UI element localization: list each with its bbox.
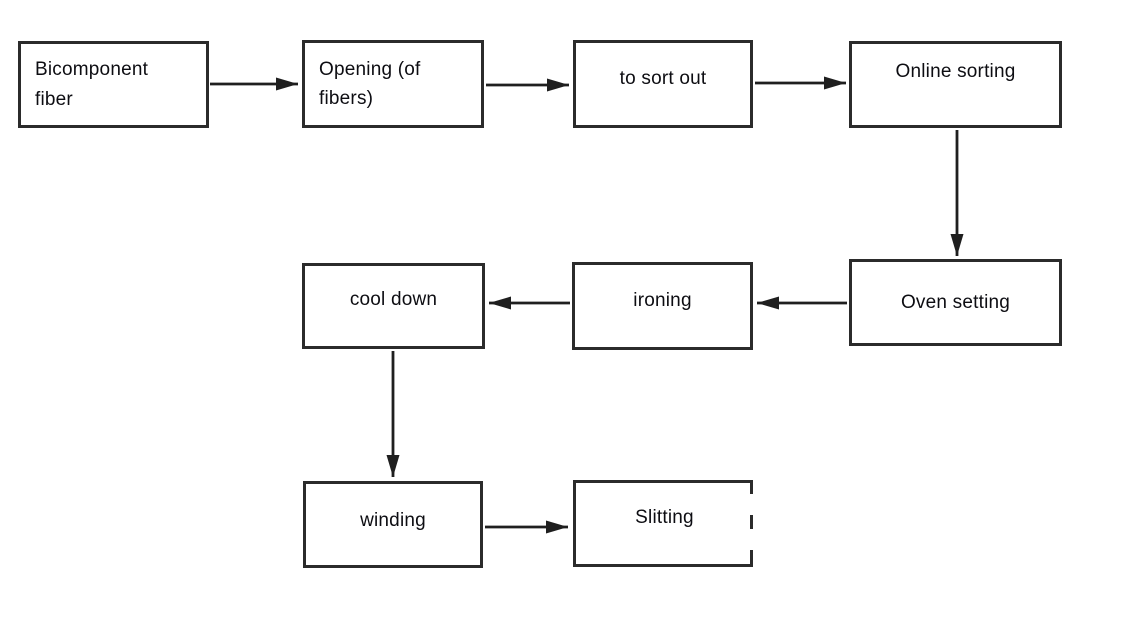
node-oven-setting: Oven setting xyxy=(849,259,1062,346)
node-cool-down: cool down xyxy=(302,263,485,349)
node-slitting: Slitting xyxy=(573,480,753,567)
node-opening-of-fibers: Opening (of fibers) xyxy=(302,40,484,128)
node-online-sorting: Online sorting xyxy=(849,41,1062,128)
node-ironing: ironing xyxy=(572,262,753,350)
node-bicomponent-fiber: Bicomponent fiber xyxy=(18,41,209,128)
slitting-dashed-border xyxy=(750,480,753,567)
node-winding: winding xyxy=(303,481,483,568)
node-to-sort-out: to sort out xyxy=(573,40,753,128)
